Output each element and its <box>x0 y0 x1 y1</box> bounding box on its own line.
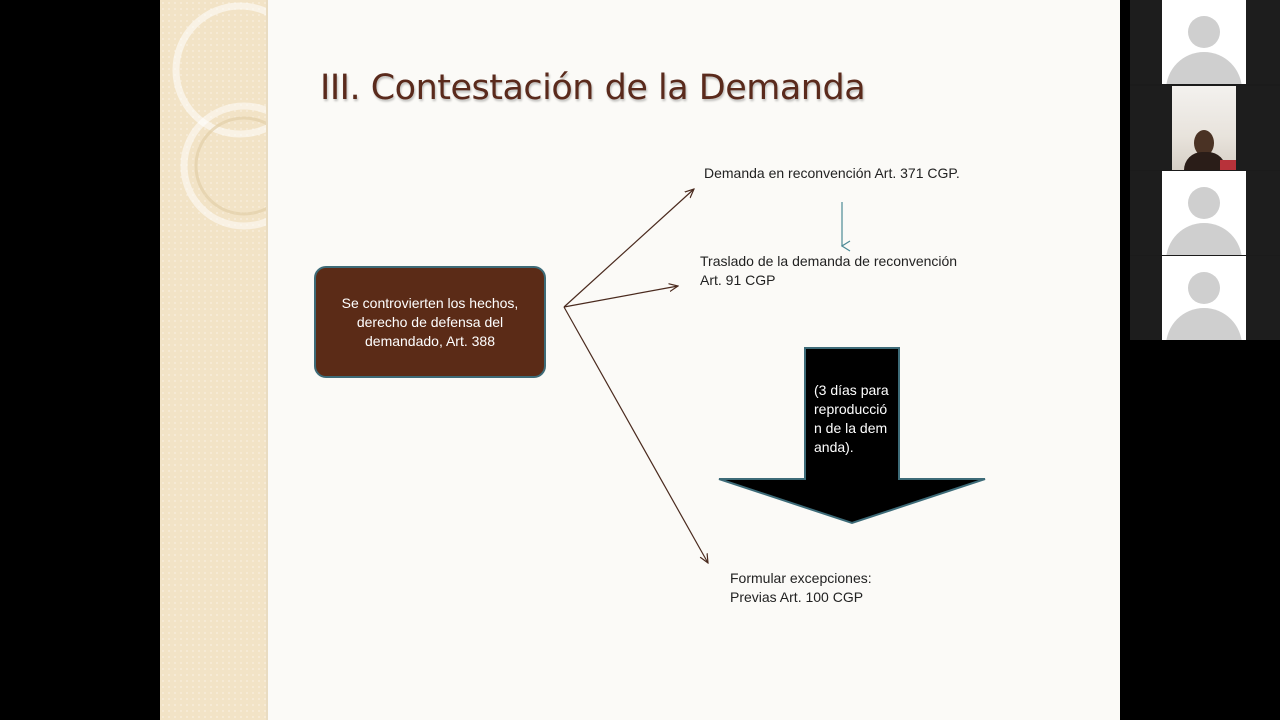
avatar-head-icon <box>1188 187 1220 219</box>
avatar-placeholder <box>1162 171 1246 255</box>
person-accent <box>1220 160 1236 170</box>
participant-tile-1[interactable] <box>1130 0 1280 84</box>
big-down-arrow <box>160 0 1120 720</box>
participant-tile-2[interactable] <box>1130 86 1280 170</box>
avatar-head-icon <box>1188 272 1220 304</box>
node-excepciones: Formular excepciones: Previas Art. 100 C… <box>730 569 872 607</box>
participant-tile-4[interactable] <box>1130 256 1280 340</box>
node-excepciones-line-2: Previas Art. 100 CGP <box>730 588 872 607</box>
big-arrow-text: (3 días para reproducción de la demanda)… <box>814 381 894 457</box>
presentation-slide: III. Contestación de la Demanda Se contr… <box>160 0 1120 720</box>
participant-tile-3[interactable] <box>1130 171 1280 255</box>
participant-video-panel <box>1130 0 1280 340</box>
avatar-body-icon <box>1166 52 1242 84</box>
avatar-body-icon <box>1166 308 1242 340</box>
node-excepciones-line-1: Formular excepciones: <box>730 569 872 588</box>
avatar-placeholder <box>1162 0 1246 84</box>
avatar-head-icon <box>1188 16 1220 48</box>
avatar-body-icon <box>1166 223 1242 255</box>
participant-video-feed <box>1172 86 1236 170</box>
avatar-placeholder <box>1162 256 1246 340</box>
